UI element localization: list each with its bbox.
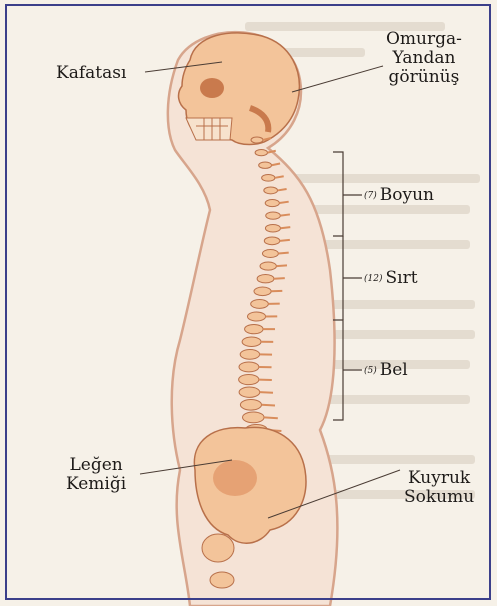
coccyx-label: Kuyruk Sokumu [404, 469, 474, 507]
title-line-1: Omurga- [386, 30, 462, 49]
coccyx-line-2: Sokumu [404, 488, 474, 507]
skull-label: Kafatası [56, 64, 126, 83]
pelvis-line-1: Leğen [66, 456, 126, 475]
pelvis-label: Leğen Kemiği [66, 456, 126, 494]
back-count: (12) [364, 274, 382, 284]
neck-label: (7)Boyun [364, 186, 434, 206]
image-frame [5, 4, 491, 600]
coccyx-line-1: Kuyruk [404, 469, 474, 488]
title: Omurga- Yandan görünüş [386, 30, 462, 87]
neck-text: Boyun [380, 185, 434, 205]
pelvis-line-2: Kemiği [66, 475, 126, 494]
title-line-2: Yandan [386, 49, 462, 68]
waist-count: (5) [364, 366, 377, 376]
waist-text: Bel [380, 360, 408, 380]
back-text: Sırt [385, 268, 417, 288]
waist-label: (5)Bel [364, 361, 408, 381]
back-label: (12)Sırt [364, 269, 418, 289]
neck-count: (7) [364, 191, 377, 201]
title-line-3: görünüş [386, 68, 462, 87]
